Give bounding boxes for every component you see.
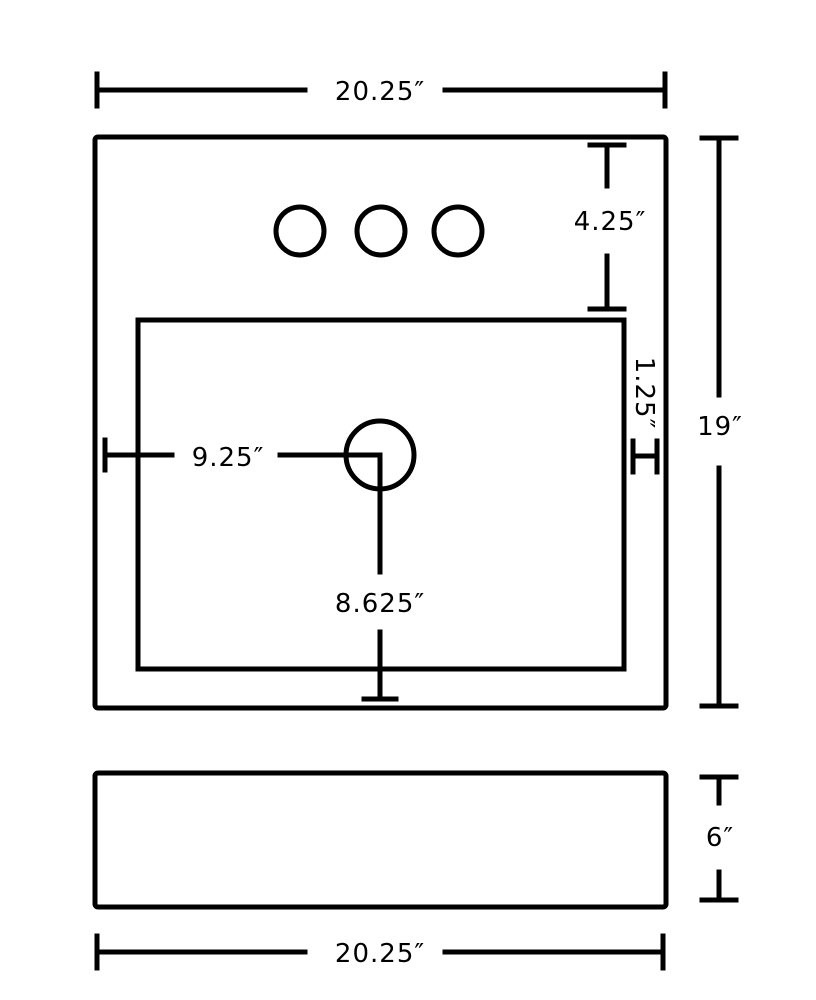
side-view-outline: [92, 770, 669, 910]
faucet-offset-label: 4.25″: [574, 207, 647, 237]
rim-side-label: 1.25″: [629, 357, 659, 430]
depth-label: 19″: [697, 412, 743, 442]
depth-dimension: 19″: [697, 135, 743, 709]
sink-top-outline: [92, 134, 669, 711]
top-width-dimension: 20.25″: [94, 71, 668, 109]
bottom-width-label: 20.25″: [335, 939, 425, 969]
rim-side-dimension: 1.25″: [629, 357, 660, 475]
drain-front-dimension: 8.625″: [335, 452, 425, 702]
faucet-hole-left: [273, 204, 327, 258]
faucet-hole-right: [431, 204, 485, 258]
height-dimension: 6″: [699, 774, 739, 903]
bottom-width-dimension: 20.25″: [94, 933, 666, 971]
top-width-label: 20.25″: [335, 77, 425, 107]
drain-front-label: 8.625″: [335, 589, 425, 619]
drain-side-label: 9.25″: [192, 443, 265, 473]
faucet-hole-center: [354, 204, 408, 258]
drain-side-dimension: 9.25″: [102, 437, 383, 473]
height-label: 6″: [706, 823, 734, 853]
faucet-holes: [273, 204, 485, 258]
faucet-offset-dimension: 4.25″: [574, 142, 647, 312]
